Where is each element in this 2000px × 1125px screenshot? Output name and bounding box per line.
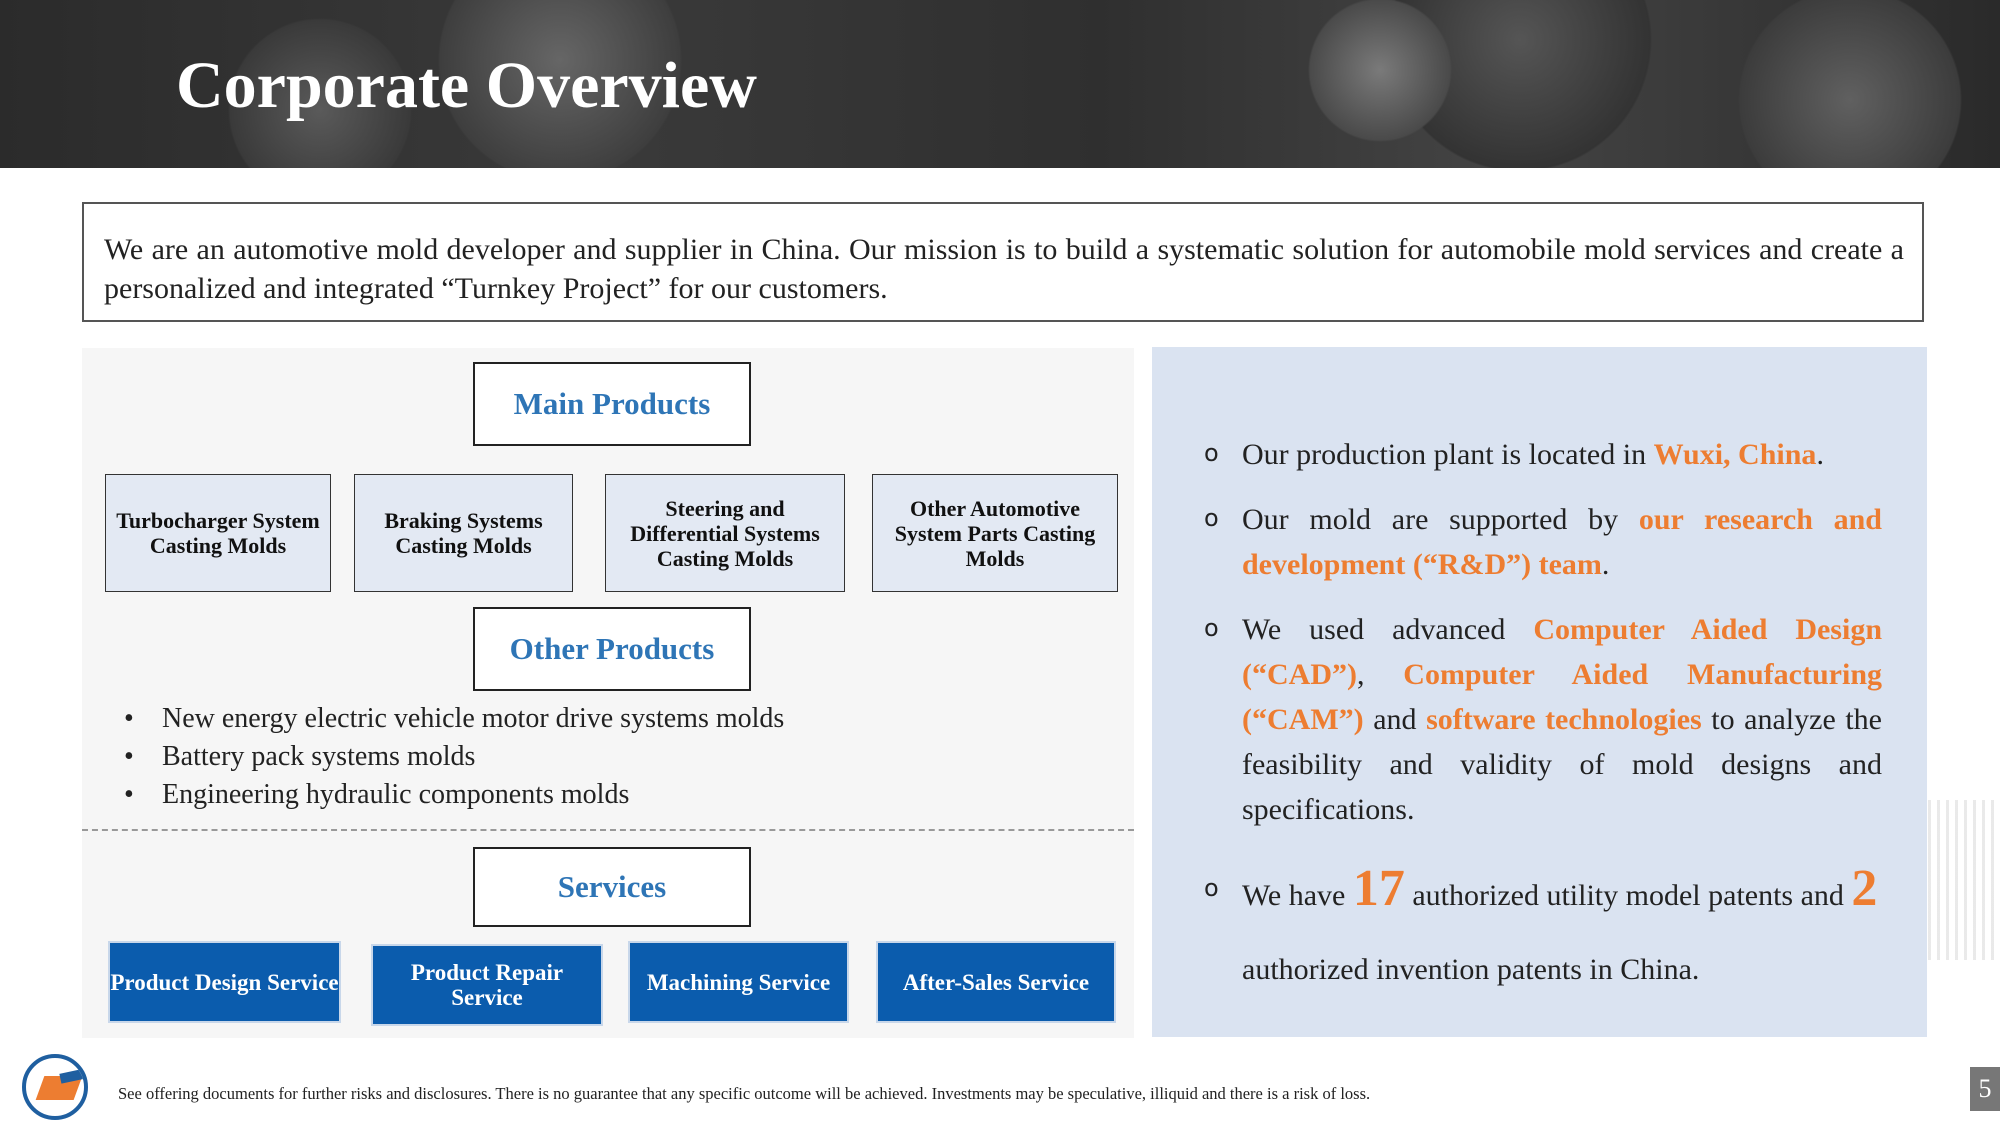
gear-decoration — [1928, 800, 2000, 960]
service-box-machining: Machining Service — [628, 941, 849, 1023]
service-box-after-sales: After-Sales Service — [876, 941, 1116, 1023]
product-box-braking: Braking Systems Casting Molds — [354, 474, 573, 592]
other-products-heading: Other Products — [473, 607, 751, 691]
service-box-product-repair: Product Repair Service — [371, 944, 603, 1026]
highlight-rnd-team: Our mold are supported by our research a… — [1202, 496, 1882, 587]
service-box-product-design: Product Design Service — [108, 941, 341, 1023]
highlights-list: Our production plant is located in Wuxi,… — [1202, 431, 1882, 1027]
other-products-list: New energy electric vehicle motor drive … — [124, 700, 784, 814]
products-panel — [82, 348, 1134, 1038]
main-products-heading: Main Products — [473, 362, 751, 446]
page-number: 5 — [1970, 1067, 2000, 1111]
highlight-plant-location: Our production plant is located in Wuxi,… — [1202, 431, 1882, 477]
utility-patents-count: 17 — [1352, 860, 1405, 917]
company-logo — [22, 1054, 88, 1120]
product-box-steering: Steering and Differential Systems Castin… — [605, 474, 845, 592]
services-heading: Services — [473, 847, 751, 927]
section-divider — [82, 829, 1134, 831]
list-item: Battery pack systems molds — [124, 738, 784, 776]
highlight-technologies: We used advanced Computer Aided Design (… — [1202, 606, 1882, 832]
disclaimer-text: See offering documents for further risks… — [118, 1084, 1371, 1103]
list-item: New energy electric vehicle motor drive … — [124, 700, 784, 738]
list-item: Engineering hydraulic components molds — [124, 776, 784, 814]
invention-patents-count: 2 — [1851, 860, 1878, 917]
product-box-other-automotive: Other Automotive System Parts Casting Mo… — [872, 474, 1118, 592]
mission-statement: We are an automotive mold developer and … — [82, 202, 1924, 322]
highlight-patents: We have 17 authorized utility model pate… — [1202, 851, 1882, 1007]
header-banner: Corporate Overview — [0, 0, 2000, 168]
page-title: Corporate Overview — [176, 49, 757, 122]
product-box-turbocharger: Turbocharger System Casting Molds — [105, 474, 331, 592]
